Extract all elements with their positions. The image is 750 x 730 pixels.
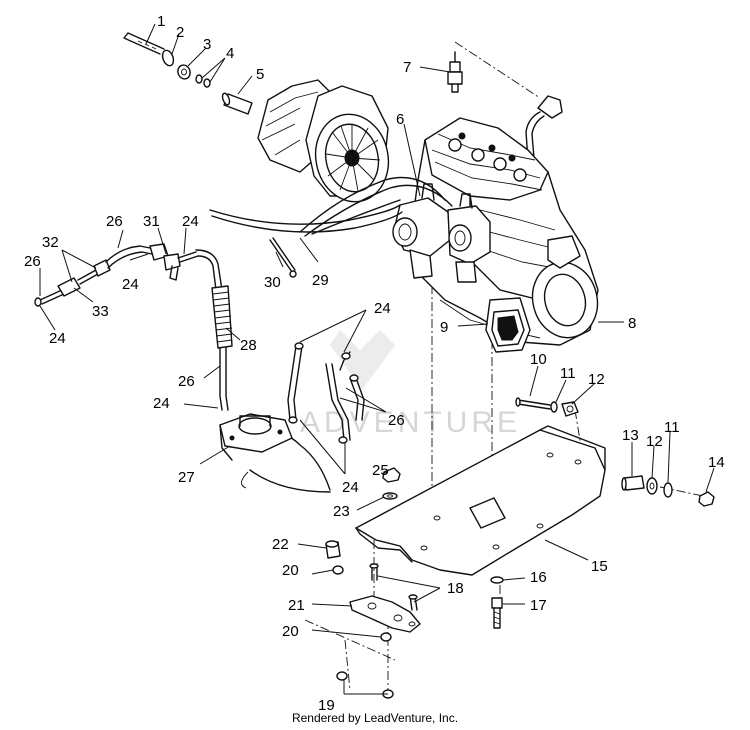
callout-17: 17 xyxy=(530,597,547,614)
callout-8: 8 xyxy=(628,315,636,332)
fuel-line-left xyxy=(34,245,153,307)
callout-4: 4 xyxy=(226,45,234,62)
callout-24-tank: 24 xyxy=(153,395,170,412)
callout-6: 6 xyxy=(396,111,404,128)
callout-26-hose: 26 xyxy=(106,213,123,230)
grommet xyxy=(325,540,341,559)
callout-22: 22 xyxy=(272,536,289,553)
callout-11-lower: 11 xyxy=(664,419,680,436)
callout-12-lower: 12 xyxy=(646,433,663,450)
callout-28: 28 xyxy=(240,337,257,354)
studs xyxy=(369,563,418,611)
bracket xyxy=(349,595,421,633)
recoil-starter xyxy=(257,79,390,203)
callout-13: 13 xyxy=(622,427,639,444)
upper-mount-hardware xyxy=(515,397,579,417)
callout-10: 10 xyxy=(530,351,547,368)
callout-3: 3 xyxy=(203,36,211,53)
mount-nuts xyxy=(332,565,394,699)
callout-labels: 1 2 3 4 5 6 7 8 9 10 11 12 13 12 11 14 1… xyxy=(24,13,725,714)
callout-29: 29 xyxy=(312,272,329,289)
callout-24-oil-top: 24 xyxy=(374,300,391,317)
callout-9: 9 xyxy=(440,319,448,336)
leader-lines xyxy=(39,23,715,695)
spark-plug xyxy=(447,51,463,93)
callout-7: 7 xyxy=(403,59,411,76)
oil-lines xyxy=(287,342,365,444)
throttle-cable xyxy=(209,176,453,237)
tie-strap xyxy=(269,237,297,278)
callout-30: 30 xyxy=(264,274,281,291)
carburetors xyxy=(392,183,491,283)
callout-2: 2 xyxy=(176,24,184,41)
engine xyxy=(409,117,599,346)
footer-credit: Rendered by LeadVenture, Inc. xyxy=(291,711,459,725)
callout-14: 14 xyxy=(708,454,725,471)
fuel-tank-outlet xyxy=(219,413,331,493)
callout-33: 33 xyxy=(92,303,109,320)
lower-bolt-hardware xyxy=(490,576,504,629)
callout-1: 1 xyxy=(157,13,165,30)
callout-23: 23 xyxy=(333,503,350,520)
callout-24-left: 24 xyxy=(49,330,66,347)
callout-19: 19 xyxy=(318,697,335,714)
callout-11-upper: 11 xyxy=(560,365,576,382)
callout-5: 5 xyxy=(256,66,264,83)
watermark: ADVENTURE xyxy=(300,330,521,439)
callout-32: 32 xyxy=(42,234,59,251)
assembly-lines xyxy=(304,41,709,693)
callout-20-upper: 20 xyxy=(282,562,299,579)
callout-27: 27 xyxy=(178,469,195,486)
callout-20-lower: 20 xyxy=(282,623,299,640)
side-mount-hardware xyxy=(621,475,715,507)
starter-bolt-assembly xyxy=(123,32,253,115)
callout-16: 16 xyxy=(530,569,547,586)
callout-24-oil-bottom: 24 xyxy=(342,479,359,496)
primer-line xyxy=(195,249,233,411)
left-mount-hardware xyxy=(382,467,401,500)
callout-21: 21 xyxy=(288,597,305,614)
callout-24-hose: 24 xyxy=(122,276,139,293)
engine-mount-plate xyxy=(355,425,606,576)
callout-24-valve: 24 xyxy=(182,213,199,230)
callout-12-upper: 12 xyxy=(588,371,605,388)
callout-15: 15 xyxy=(591,558,608,575)
callout-26-primer: 26 xyxy=(178,373,195,390)
fuel-valve xyxy=(149,243,199,281)
callout-26-oil: 26 xyxy=(388,412,405,429)
watermark-text: ADVENTURE xyxy=(300,406,521,439)
callout-26-left: 26 xyxy=(24,253,41,270)
callout-31: 31 xyxy=(143,213,160,230)
callout-18: 18 xyxy=(447,580,464,597)
oil-pump xyxy=(485,297,531,353)
callout-25: 25 xyxy=(372,462,389,479)
